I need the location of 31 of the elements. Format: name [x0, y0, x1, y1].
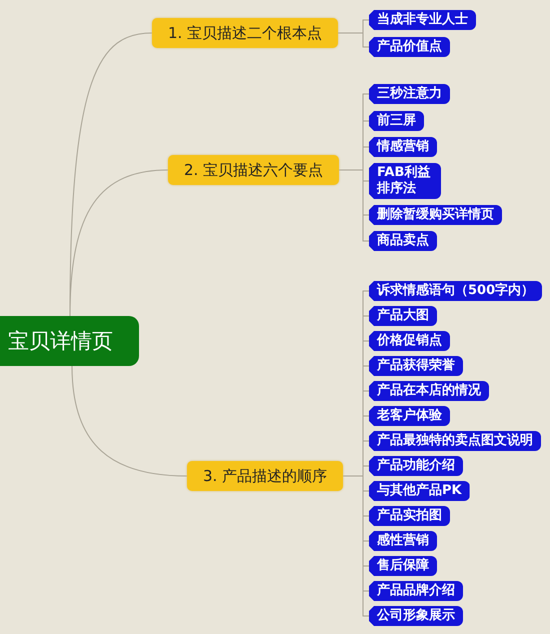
- subtopic-box: 产品功能介绍: [369, 456, 463, 476]
- subtopic-box: 感性营销: [369, 531, 437, 551]
- subtopic-box: 商品卖点: [369, 231, 437, 251]
- connector-line: [338, 32, 370, 48]
- branch-topic-box: 2. 宝贝描述六个要点: [168, 155, 340, 185]
- subtopic-box: 产品在本店的情况: [369, 381, 489, 401]
- subtopic-box: 价格促销点: [369, 331, 450, 351]
- subtopic-box: FAB利益排序法: [369, 163, 441, 199]
- subtopic-box: 产品价值点: [369, 37, 450, 57]
- subtopic-box: 与其他产品PK: [369, 481, 470, 501]
- connector-line: [72, 366, 188, 476]
- subtopic-box: 诉求情感语句（500字内）: [369, 281, 542, 301]
- subtopic-box: 三秒注意力: [369, 84, 450, 104]
- subtopic-box: 产品大图: [369, 306, 437, 326]
- subtopic-box: 产品获得荣誉: [369, 356, 463, 376]
- subtopic-box: 产品最独特的卖点图文说明: [369, 431, 541, 451]
- subtopic-box: 公司形象展示: [369, 606, 463, 626]
- subtopic-box: 产品实拍图: [369, 506, 450, 526]
- connector-line: [342, 476, 370, 616]
- subtopic-box: 删除暂缓购买详情页: [369, 205, 502, 225]
- subtopic-box: 当成非专业人士: [369, 10, 476, 30]
- subtopic-box: 产品品牌介绍: [369, 581, 463, 601]
- branch-topic-box: 3. 产品描述的顺序: [187, 461, 344, 491]
- subtopic-box: 前三屏: [369, 111, 424, 131]
- connector-line: [70, 170, 168, 316]
- connector-line: [338, 170, 370, 242]
- subtopic-box: 情感营销: [369, 137, 437, 157]
- subtopic-box: 售后保障: [369, 556, 437, 576]
- root-topic-box: 宝贝详情页: [0, 316, 139, 366]
- branch-topic-box: 1. 宝贝描述二个根本点: [152, 18, 338, 48]
- subtopic-box: 老客户体验: [369, 406, 450, 426]
